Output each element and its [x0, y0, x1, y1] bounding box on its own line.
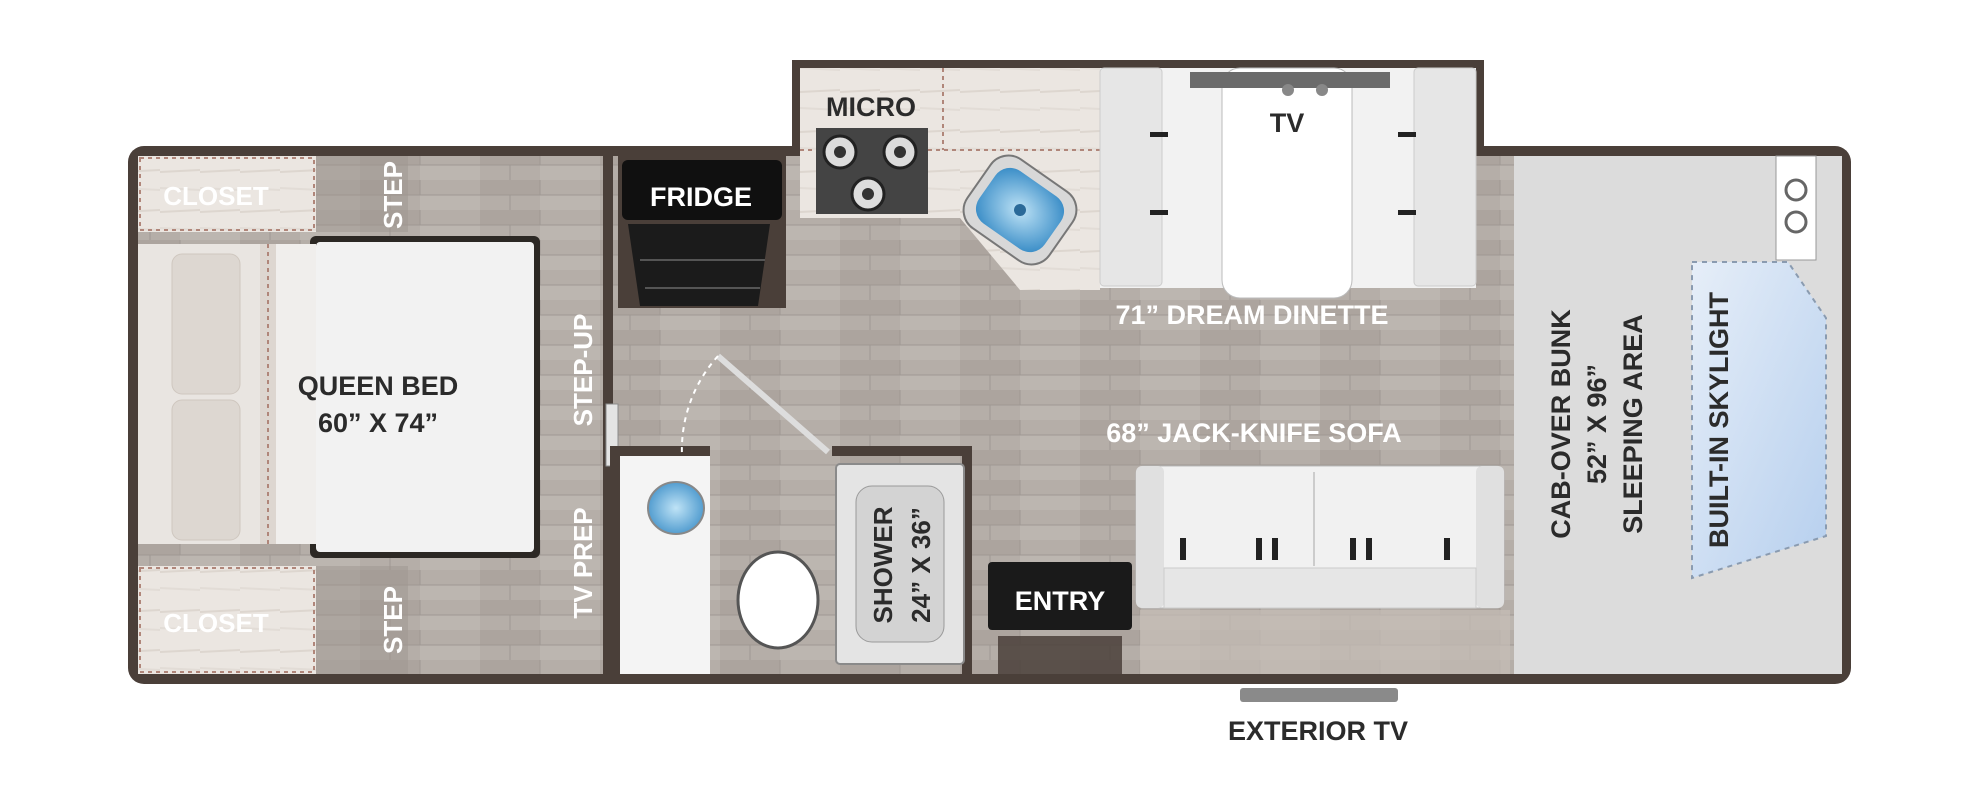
closet-bottom: CLOSET: [138, 566, 316, 674]
fridge-label: FRIDGE: [650, 182, 752, 212]
step-top-label: STEP: [378, 161, 408, 229]
entry-label: ENTRY: [1015, 586, 1106, 616]
exterior-tv: EXTERIOR TV: [1228, 688, 1408, 746]
sleeping-area-label: SLEEPING AREA: [1618, 314, 1648, 534]
bathroom: SHOWER 24” X 36”: [610, 353, 972, 676]
kitchen-sink: [962, 154, 1078, 266]
jack-knife-sofa: 68” JACK-KNIFE SOFA: [1106, 418, 1510, 674]
step-up-label: STEP-UP: [568, 314, 598, 427]
fridge: FRIDGE: [618, 156, 786, 308]
sofa-label: 68” JACK-KNIFE SOFA: [1106, 418, 1402, 448]
cabover-label: CAB-OVER BUNK: [1546, 309, 1576, 539]
tv-label: TV: [1270, 108, 1305, 138]
step-bottom: STEP: [316, 566, 408, 674]
exterior-tv-label: EXTERIOR TV: [1228, 716, 1408, 746]
micro-label: MICRO: [826, 92, 916, 122]
shower-label: SHOWER: [868, 506, 898, 623]
skylight-label: BUILT-IN SKYLIGHT: [1704, 292, 1734, 548]
cabover-bunk: CAB-OVER BUNK 52” X 96” SLEEPING AREA BU…: [1514, 155, 1842, 674]
shower: SHOWER 24” X 36”: [835, 463, 965, 665]
queen-bed-label: QUEEN BED: [298, 371, 459, 401]
dinette-label: 71” DREAM DINETTE: [1115, 300, 1388, 330]
closet-top: CLOSET: [138, 156, 316, 232]
cabover-size: 52” X 96”: [1582, 364, 1612, 484]
entry: ENTRY: [988, 562, 1132, 674]
stove: [816, 128, 928, 214]
closet-top-label: CLOSET: [163, 181, 269, 211]
step-bottom-label: STEP: [378, 586, 408, 654]
kitchen-counter: MICRO: [800, 68, 1100, 290]
step-top: STEP: [316, 156, 408, 232]
shower-size: 24” X 36”: [906, 507, 936, 623]
queen-bed: QUEEN BED 60” X 74”: [138, 236, 540, 558]
tv-prep-label: TV PREP: [568, 507, 598, 618]
queen-bed-size: 60” X 74”: [318, 408, 438, 438]
dinette: TV 71” DREAM DINETTE: [1099, 67, 1477, 330]
closet-bottom-label: CLOSET: [163, 608, 269, 638]
